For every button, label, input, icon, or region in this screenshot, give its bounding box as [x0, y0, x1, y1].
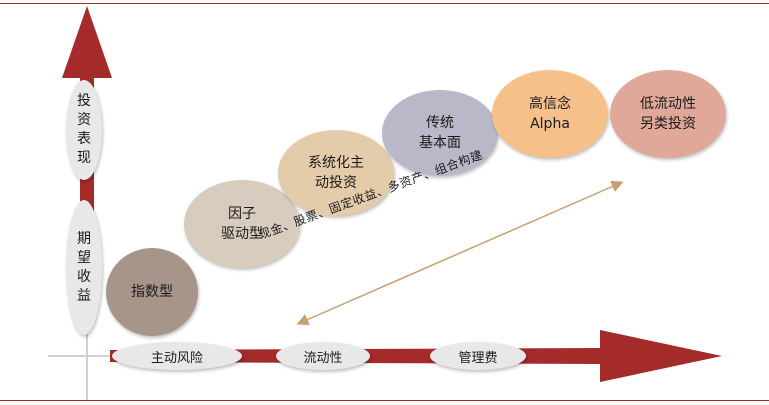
stage-systematic-active-label: 系统化主 动投资: [308, 155, 364, 191]
stage-fundamental-label: 传统 基本面: [419, 115, 461, 151]
y-axis-upper-pill: 投资表现: [66, 80, 102, 180]
stage-fundamental: 传统 基本面: [382, 90, 498, 176]
bottom-rule: [0, 400, 769, 401]
x-axis-arrow: [48, 330, 722, 382]
x-axis-pill-management-fee: 管理费: [430, 342, 526, 370]
top-rule: [0, 3, 769, 4]
x-axis-label-management-fee: 管理费: [458, 350, 498, 366]
x-axis-label-active-risk: 主动风险: [150, 350, 203, 366]
stage-index-label: 指数型: [131, 284, 173, 300]
stage-systematic-active: 系统化主 动投资: [278, 130, 394, 216]
stage-index: 指数型: [106, 248, 198, 336]
stage-factor-driven: 因子 驱动型: [184, 180, 300, 268]
y-axis-lower-label: 期望收益: [77, 230, 91, 304]
x-axis-pill-liquidity: 流动性: [276, 342, 370, 370]
stage-factor-driven-label: 因子 驱动型: [221, 206, 263, 242]
y-axis-lower-pill: 期望收益: [66, 200, 102, 335]
stage-high-conviction-alpha: 高信念 Alpha: [492, 70, 608, 158]
stage-illiquid-alternatives: 低流动性 另类投资: [610, 70, 726, 158]
diagonal-arrow: [296, 180, 624, 326]
stage-illiquid-alternatives-label: 低流动性 另类投资: [640, 96, 696, 132]
stage-high-conviction-alpha-label: 高信念 Alpha: [529, 96, 571, 132]
x-axis-label-liquidity: 流动性: [303, 350, 343, 366]
y-axis-upper-label: 投资表现: [77, 93, 91, 166]
x-axis-pill-active-risk: 主动风险: [112, 342, 242, 370]
